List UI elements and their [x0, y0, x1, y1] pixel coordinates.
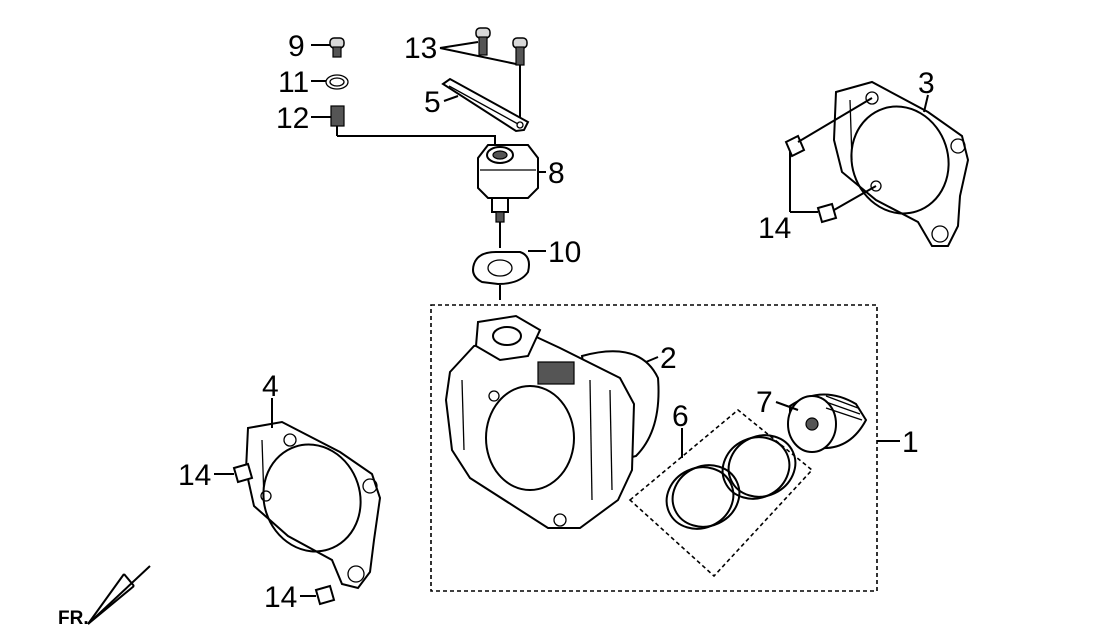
dowel-14c	[232, 462, 254, 484]
callout-2: 2	[660, 342, 677, 375]
callout-14-bottom: 14	[264, 581, 297, 614]
assembly-line-12	[337, 135, 496, 150]
callout-14-left: 14	[178, 459, 211, 492]
callout-4: 4	[262, 370, 279, 403]
cylinder-2	[444, 314, 660, 529]
callout-11: 11	[278, 66, 309, 99]
callout-3: 3	[918, 67, 935, 100]
callout-9: 9	[288, 30, 305, 63]
gasket-4	[244, 420, 382, 590]
assembly-line-14a	[797, 97, 873, 143]
callout-13: 13	[404, 32, 437, 65]
front-direction-arrow-icon	[87, 565, 151, 625]
leader-lines	[214, 41, 929, 597]
guide-plate-5	[441, 77, 530, 133]
o-ring-11	[325, 74, 349, 90]
assembly-line-14b	[833, 185, 877, 211]
dowel-14b	[816, 202, 838, 224]
assembly-box-1	[430, 304, 878, 592]
callout-6: 6	[672, 400, 689, 433]
bolt-13a	[475, 27, 491, 56]
spring-12	[330, 105, 345, 136]
piston-7	[787, 393, 868, 453]
gasket-3	[832, 80, 970, 247]
bolt-13b	[512, 37, 528, 66]
front-label: FR.	[58, 608, 89, 629]
bolt-9	[329, 37, 345, 58]
gasket-10	[472, 251, 530, 286]
ring-set-box-6	[628, 408, 814, 578]
callout-5: 5	[424, 86, 441, 119]
tensioner-8	[477, 144, 539, 223]
callout-14-top: 14	[758, 212, 791, 245]
callout-8: 8	[548, 157, 565, 190]
callout-1: 1	[902, 426, 919, 459]
callout-7: 7	[756, 386, 773, 419]
callout-10: 10	[548, 236, 581, 269]
callout-12: 12	[276, 102, 309, 135]
piston-rings-6	[665, 434, 797, 530]
dowel-14d	[314, 584, 336, 606]
